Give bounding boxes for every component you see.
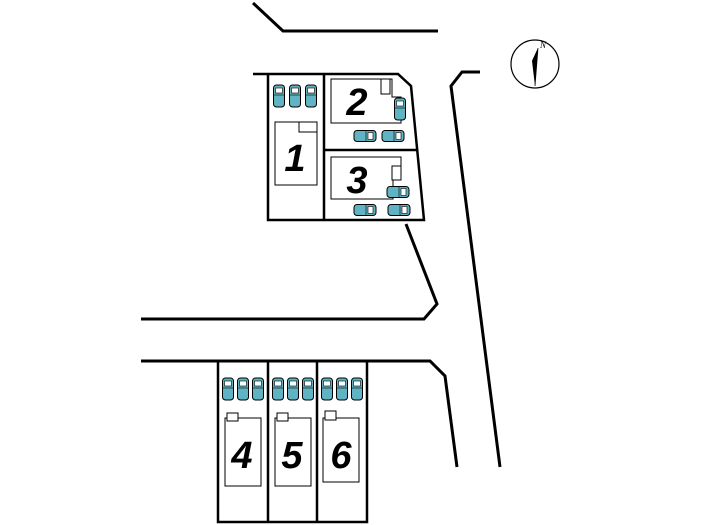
lot-5[interactable]: 5 <box>272 377 314 487</box>
north-arrow-icon <box>532 47 539 87</box>
car-icon <box>321 377 333 401</box>
lot-number-4: 4 <box>230 435 252 477</box>
house-lot-6 <box>322 417 360 483</box>
car-icon <box>351 377 363 401</box>
car-icon <box>222 377 234 401</box>
roads <box>141 1 502 468</box>
car-icon <box>272 377 284 401</box>
car-icon <box>394 97 406 121</box>
lower-block <box>216 361 369 524</box>
entrance-lot-6 <box>324 410 337 421</box>
road-main-east-edge <box>449 70 502 468</box>
compass-north-label: N <box>539 40 547 50</box>
car-icon <box>305 84 317 108</box>
parking-lot-6 <box>321 377 363 401</box>
lot-1[interactable]: 1 <box>273 84 318 186</box>
entrance-lot-1 <box>298 121 318 133</box>
lot-6[interactable]: 6 <box>321 377 363 483</box>
car-icon <box>273 84 285 108</box>
parking-lot-5 <box>272 377 314 401</box>
car-icon <box>387 204 411 216</box>
parking-lot-4 <box>222 377 264 401</box>
road-south-edge <box>141 359 459 468</box>
car-icon <box>302 377 314 401</box>
lot-number-6: 6 <box>330 435 352 477</box>
entrance-lot-3 <box>391 165 402 181</box>
car-icon <box>381 130 405 142</box>
compass: N <box>510 39 560 89</box>
lot-number-3: 3 <box>346 160 367 202</box>
entrance-lot-2 <box>380 78 391 95</box>
car-icon <box>289 84 301 108</box>
house-lot-4 <box>224 417 262 487</box>
car-icon <box>336 377 348 401</box>
lot-number-1: 1 <box>284 138 305 180</box>
car-icon <box>287 377 299 401</box>
lower-block-boundary <box>216 361 369 524</box>
lot-number-5: 5 <box>281 435 303 477</box>
lot-3[interactable]: 3 <box>330 156 411 216</box>
parking-lot-1 <box>273 84 317 108</box>
lot-4[interactable]: 4 <box>222 377 264 487</box>
upper-block <box>253 72 426 222</box>
house-lot-5 <box>274 417 312 487</box>
car-icon <box>237 377 249 401</box>
entrance-lot-4 <box>226 412 239 422</box>
car-icon <box>353 204 377 216</box>
car-icon <box>353 130 377 142</box>
lot-2[interactable]: 2 <box>330 78 406 142</box>
road-top-edge <box>251 1 438 33</box>
car-icon <box>386 186 410 198</box>
lot-number-2: 2 <box>345 82 367 124</box>
car-icon <box>252 377 264 401</box>
upper-block-boundary <box>253 72 426 222</box>
entrance-lot-5 <box>276 412 289 422</box>
road-main-west-edge <box>141 223 439 321</box>
